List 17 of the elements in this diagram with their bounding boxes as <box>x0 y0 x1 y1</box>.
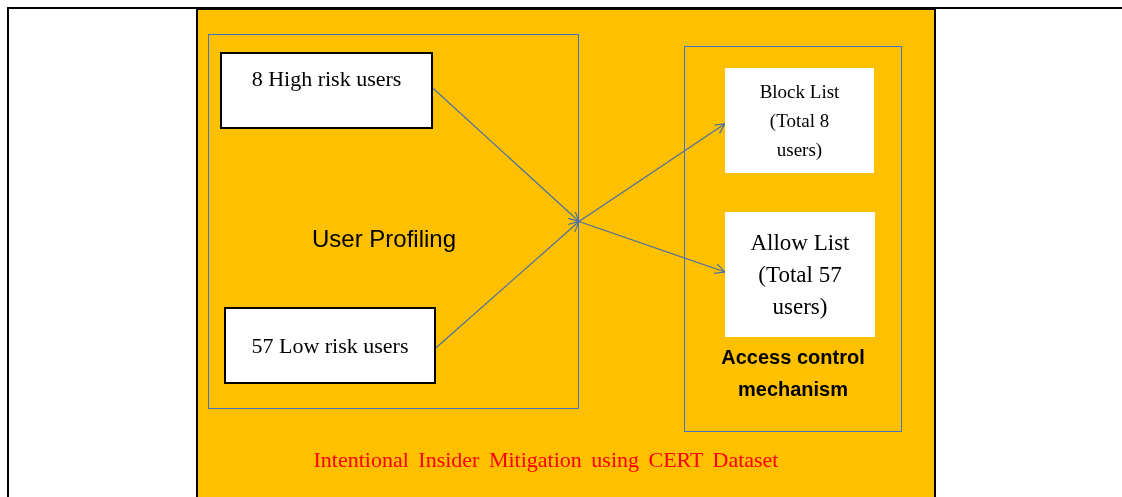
user-group-label: 8 High risk users <box>251 65 402 93</box>
group-title: Access control mechanism <box>720 345 866 402</box>
arrow <box>435 220 580 349</box>
user-group-box <box>220 52 433 129</box>
list-label: Allow List (Total 57 users) <box>749 228 851 321</box>
list-label: Block List (Total 8 users) <box>758 80 841 162</box>
group-box <box>684 46 902 432</box>
group-title: User Profiling <box>310 224 457 254</box>
group-box <box>208 34 579 409</box>
caption: Intentional Insider Mitigation using CERT Dataset <box>312 446 780 474</box>
user-group-box <box>224 307 436 384</box>
arrow <box>432 87 580 223</box>
arrow <box>578 123 726 223</box>
arrow <box>578 220 726 275</box>
user-group-label: 57 Low risk users <box>250 331 410 360</box>
list-box <box>725 68 874 173</box>
list-box <box>725 212 875 337</box>
